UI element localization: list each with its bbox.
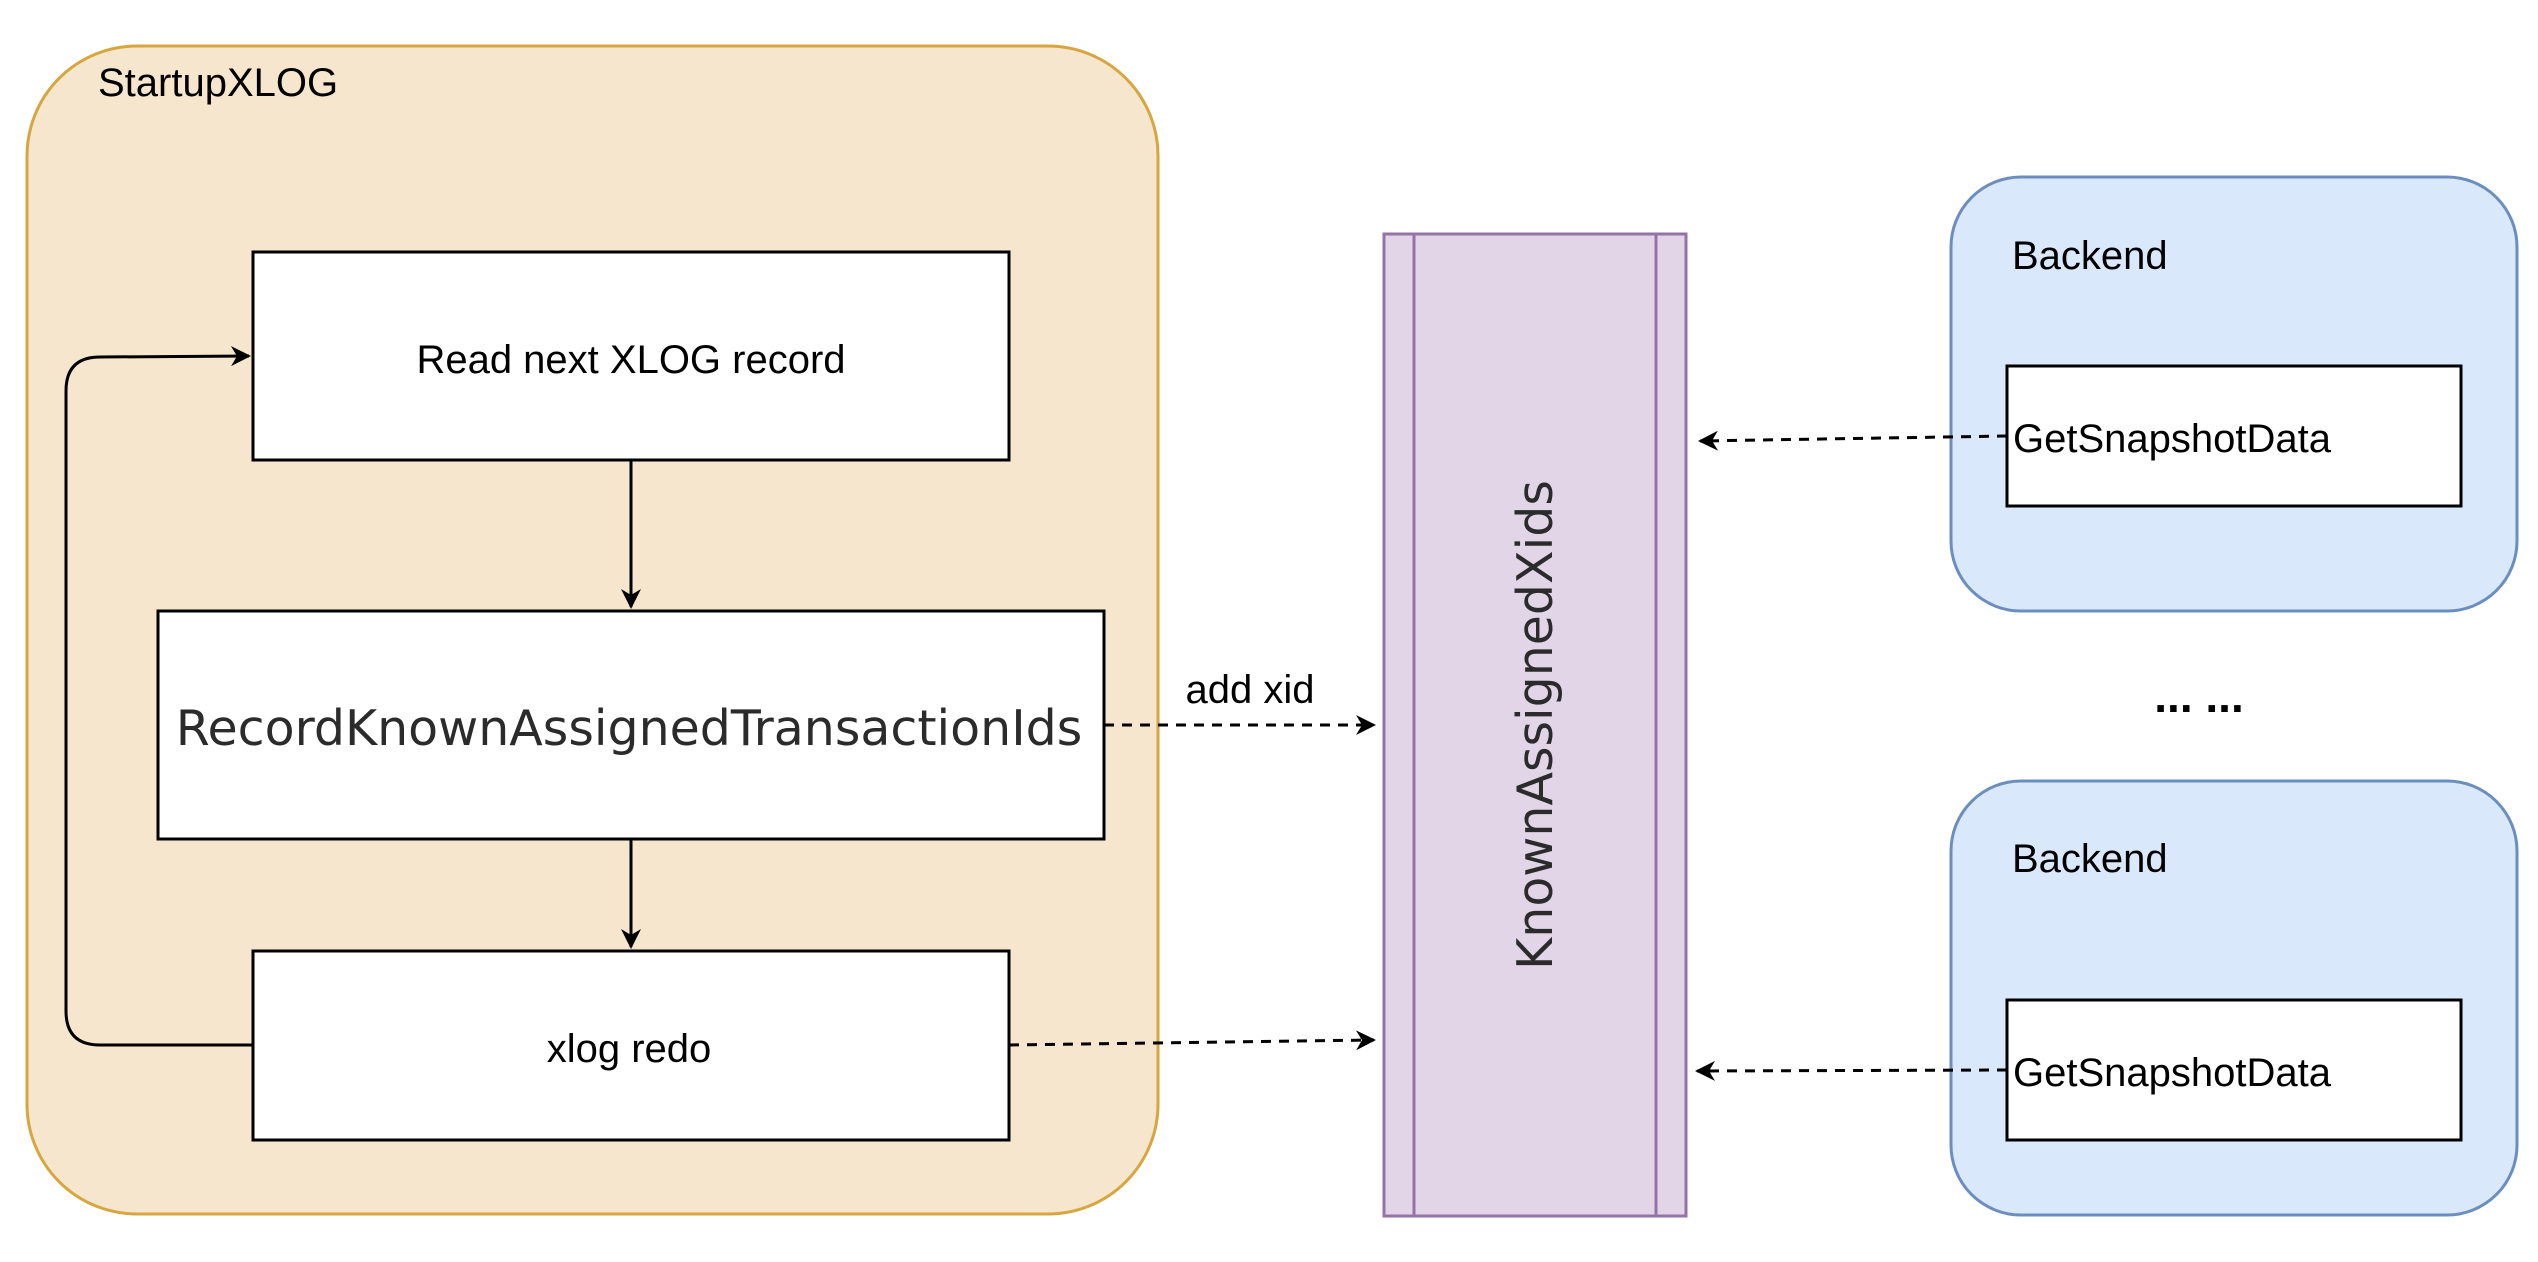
xlog-redo-label: xlog redo [547, 1027, 712, 1071]
startup-xlog-title: StartupXLOG [98, 61, 338, 105]
backend-title-1: Backend [2012, 234, 2168, 278]
record-known-xids-box: RecordKnownAssignedTransactionIds [156, 609, 1106, 841]
read-next-record-box: Read next XLOG record [251, 250, 1011, 462]
arrow-loop-back [64, 346, 253, 1047]
known-assigned-xids-label: KnownAssignedXids [1507, 480, 1564, 970]
read-next-record-label: Read next XLOG record [416, 338, 845, 382]
get-snapshot-box-1 [2005, 364, 2463, 508]
backend-container-1: Backend GetSnapshotData [1949, 175, 2519, 613]
record-known-xids-label: RecordKnownAssignedTransactionIds [176, 700, 1083, 757]
backends-ellipsis: ... ... [2154, 670, 2243, 722]
backend-container-2: Backend GetSnapshotData [1949, 779, 2519, 1217]
arrow-redo-to-known [1008, 1030, 1376, 1051]
backend-title-2: Backend [2012, 837, 2168, 881]
get-snapshot-label-2: GetSnapshotData [2013, 1051, 2332, 1095]
get-snapshot-box-2 [2005, 998, 2463, 1142]
get-snapshot-label-1: GetSnapshotData [2013, 417, 2332, 461]
arrow-backend1-to-known [1698, 430, 2008, 451]
xlog-redo-box: xlog redo [251, 949, 1011, 1142]
known-assigned-xids-box: KnownAssignedXids [1382, 232, 1688, 1218]
add-xid-label: add xid [1186, 668, 1315, 712]
arrow-backend2-to-known [1695, 1060, 2008, 1081]
